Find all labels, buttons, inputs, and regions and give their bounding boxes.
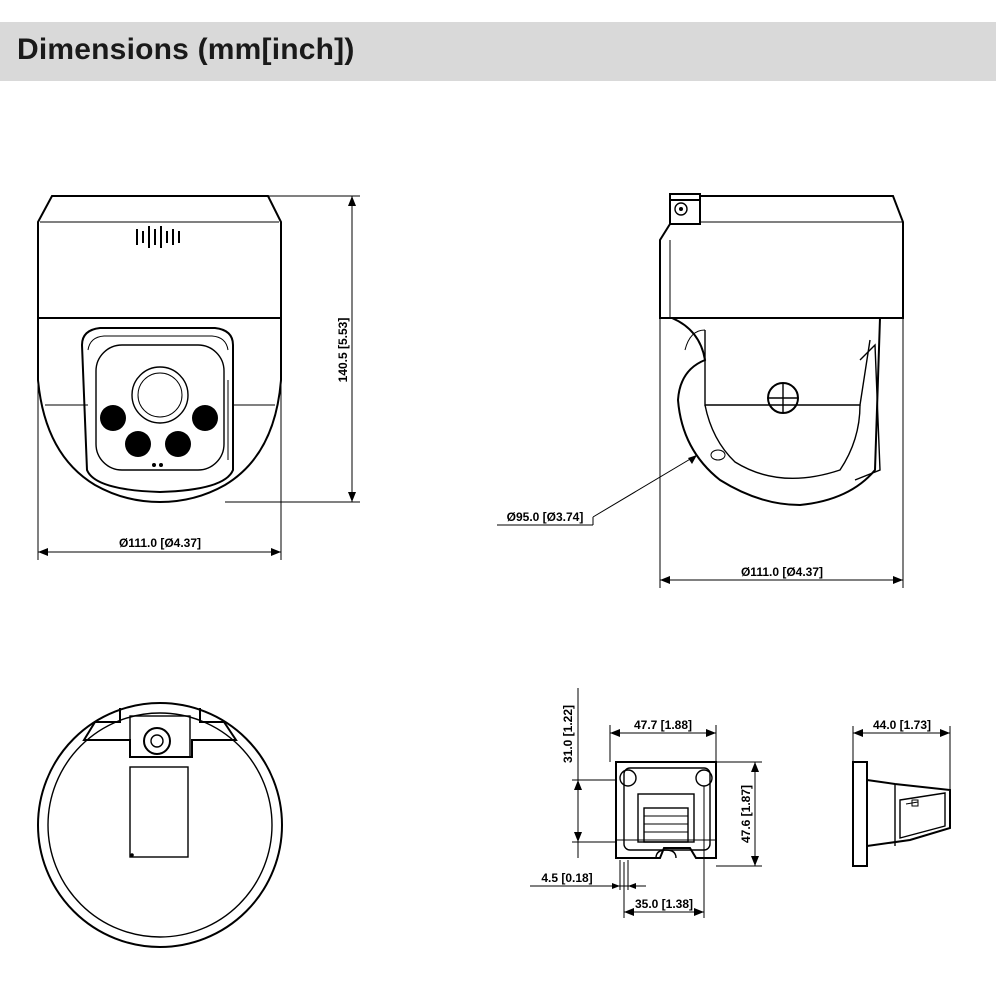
side-view: Ø95.0 [Ø3.74] Ø111.0 [Ø4.37] (497, 193, 904, 588)
ir-led-icon (192, 405, 218, 431)
side-width-label: Ø111.0 [Ø4.37] (741, 565, 823, 579)
front-height-label: 140.5 [5.53] (336, 318, 350, 383)
bracket-width-label: 47.7 [1.88] (634, 718, 692, 732)
bracket-side-width-label: 44.0 [1.73] (873, 718, 931, 732)
bracket-front-view: 47.7 [1.88] 31.0 [1.22] 47.6 [1.87] 4.5 … (530, 688, 762, 918)
lens-icon (131, 366, 189, 424)
bracket-side-view: 44.0 [1.73] (852, 718, 951, 867)
ir-led-icon (100, 405, 126, 431)
front-view: 140.5 [5.53] Ø111.0 [Ø4.37] (37, 195, 360, 560)
side-lens-label: Ø95.0 [Ø3.74] (507, 510, 584, 524)
ir-led-icon (125, 431, 151, 457)
bracket-height-label: 47.6 [1.87] (739, 785, 753, 843)
ir-led-icon (165, 431, 191, 457)
bracket-depth-label: 31.0 [1.22] (561, 705, 575, 763)
section-header: Dimensions (mm[inch]) (0, 22, 996, 81)
section-title: Dimensions (mm[inch]) (17, 33, 355, 66)
bracket-hole-label: 4.5 [0.18] (541, 871, 592, 885)
bracket-spacing-label: 35.0 [1.38] (635, 897, 693, 911)
front-width-label: Ø111.0 [Ø4.37] (119, 536, 201, 550)
microphone-icon (136, 226, 180, 248)
top-view (37, 702, 283, 948)
